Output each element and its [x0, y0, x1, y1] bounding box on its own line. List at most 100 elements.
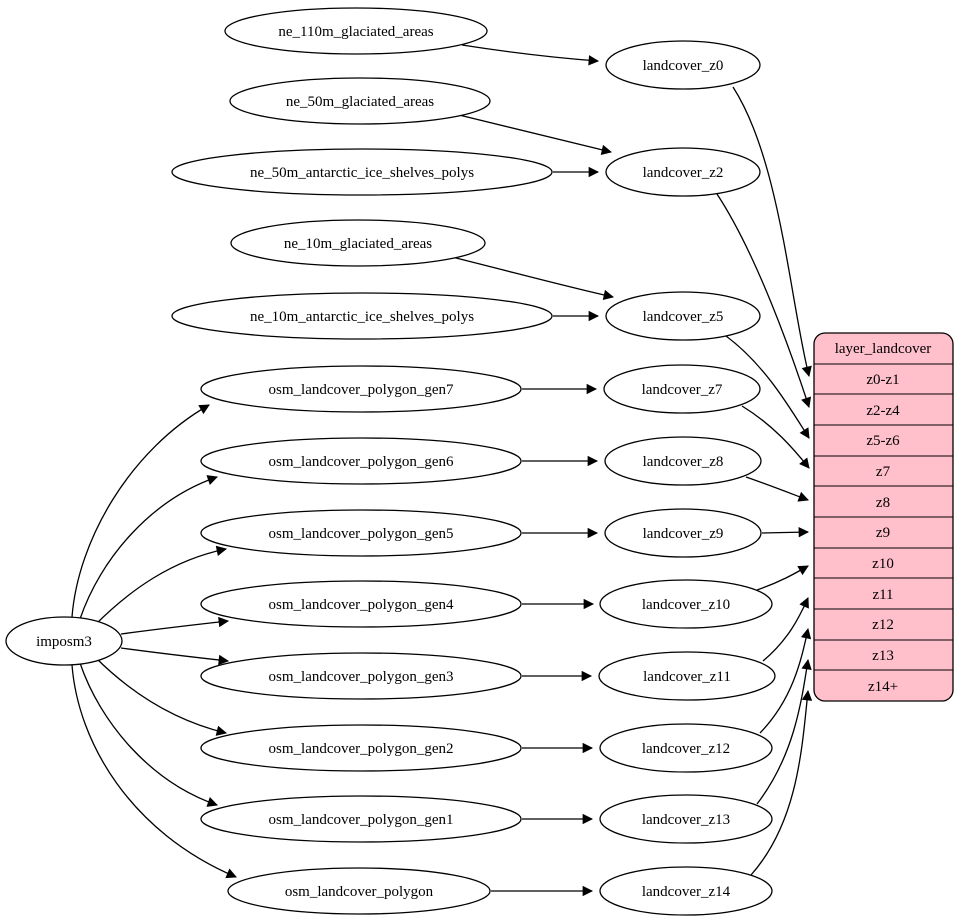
landcover-z7-label: landcover_z7 [642, 382, 723, 398]
row-z0-z1: z0-z1 [866, 372, 899, 388]
row-z12: z12 [872, 617, 894, 633]
edge-landcover-z13-to-row-z13 [756, 658, 812, 805]
landcover-z0-shape [605, 40, 761, 90]
node-landcover-z5: landcover_z5 [605, 291, 761, 341]
row-z14plus: z14+ [868, 679, 898, 695]
edge-ne-50m-glaciated-areas-to-landcover-z2 [454, 113, 613, 155]
imposm3-shape [5, 616, 123, 666]
node-osm-landcover-polygon-gen3: osm_landcover_polygon_gen3 [200, 652, 522, 700]
landcover-z5-label: landcover_z5 [643, 309, 724, 325]
landcover-z14-shape [599, 866, 773, 916]
osm-landcover-polygon-gen5-label: osm_landcover_polygon_gen5 [269, 526, 454, 542]
edge-landcover-z0-to-row-z0-z1 [732, 86, 812, 378]
osm-landcover-polygon-label: osm_landcover_polygon [285, 884, 434, 900]
osm-landcover-polygon-gen6-shape [200, 437, 522, 485]
osm-landcover-polygon-gen7-shape [200, 365, 522, 413]
ne-50m-antarctic-ice-shelves-polys-label: ne_50m_antarctic_ice_shelves_polys [250, 165, 474, 181]
edge-imposm3-to-osm-landcover-polygon-gen7 [71, 404, 210, 618]
node-landcover-z11: landcover_z11 [598, 651, 776, 701]
osm-landcover-polygon-gen6-label: osm_landcover_polygon_gen6 [269, 454, 454, 470]
edge-ne-10m-glaciated-areas-to-landcover-z5 [451, 256, 615, 301]
node-landcover-z2: landcover_z2 [605, 147, 761, 197]
landcover-z11-label: landcover_z11 [643, 669, 731, 685]
ne-50m-glaciated-areas-shape [229, 77, 491, 125]
ne-10m-antarctic-ice-shelves-polys-shape [171, 292, 553, 340]
osm-landcover-polygon-gen4-label: osm_landcover_polygon_gen4 [269, 597, 454, 613]
edge-imposm3-to-osm-landcover-polygon-gen3 [120, 647, 230, 666]
node-osm-landcover-polygon-gen7: osm_landcover_polygon_gen7 [200, 365, 522, 413]
edge-imposm3-to-osm-landcover-polygon-gen4 [120, 616, 230, 635]
edge-imposm3-to-osm-landcover-polygon-gen5 [94, 545, 228, 626]
osm-landcover-polygon-shape [227, 867, 491, 915]
landcover-z7-shape [603, 364, 761, 414]
edge-imposm3-to-osm-landcover-polygon [71, 664, 237, 879]
edges [71, 44, 813, 897]
row-z7: z7 [876, 464, 891, 480]
row-z10: z10 [872, 556, 894, 572]
landcover-z11-shape [598, 651, 776, 701]
node-landcover-z10: landcover_z10 [599, 579, 773, 629]
landcover-z5-shape [605, 291, 761, 341]
edge-landcover-z5-to-row-z5-z6 [725, 335, 810, 439]
edge-landcover-z2-to-row-z2-z4 [716, 193, 812, 408]
edge-landcover-z12-to-row-z12 [759, 627, 812, 734]
landcover-z9-shape [604, 508, 762, 558]
edge-imposm3-to-osm-landcover-polygon-gen6 [79, 475, 218, 620]
landcover-z14-label: landcover_z14 [642, 884, 731, 900]
landcover-z9-label: landcover_z9 [643, 526, 724, 542]
edge-landcover-z9-to-row-z9 [761, 527, 810, 538]
node-landcover-z12: landcover_z12 [599, 723, 773, 773]
node-landcover-z8: landcover_z8 [604, 436, 762, 486]
node-osm-landcover-polygon: osm_landcover_polygon [227, 867, 491, 915]
landcover-z10-shape [599, 579, 773, 629]
node-ne-10m-antarctic-ice-shelves-polys: ne_10m_antarctic_ice_shelves_polys [171, 292, 553, 340]
row-z2-z4: z2-z4 [866, 403, 900, 419]
osm-landcover-polygon-gen3-label: osm_landcover_polygon_gen3 [269, 669, 454, 685]
layer-landcover-header: layer_landcover [835, 341, 932, 357]
osm-landcover-polygon-gen5-shape [200, 509, 522, 557]
landcover-z12-label: landcover_z12 [642, 741, 730, 757]
ne-10m-antarctic-ice-shelves-polys-label: ne_10m_antarctic_ice_shelves_polys [250, 309, 474, 325]
node-landcover-z0: landcover_z0 [605, 40, 761, 90]
osm-landcover-polygon-gen2-label: osm_landcover_polygon_gen2 [269, 741, 454, 757]
landcover-z0-label: landcover_z0 [643, 58, 724, 74]
edge-landcover-z10-to-row-z10 [756, 565, 809, 591]
node-ne-10m-glaciated-areas: ne_10m_glaciated_areas [230, 219, 486, 267]
edge-landcover-z7-to-row-z7 [741, 405, 810, 469]
edge-landcover-z8-to-row-z8 [745, 476, 809, 502]
osm-landcover-polygon-gen4-shape [200, 580, 522, 628]
landcover-z12-shape [599, 723, 773, 773]
ne-10m-glaciated-areas-label: ne_10m_glaciated_areas [284, 236, 432, 252]
ne-50m-glaciated-areas-label: ne_50m_glaciated_areas [286, 94, 434, 110]
landcover-z2-shape [605, 147, 761, 197]
node-landcover-z9: landcover_z9 [604, 508, 762, 558]
node-osm-landcover-polygon-gen1: osm_landcover_polygon_gen1 [200, 795, 522, 843]
node-layer-landcover-table: layer_landcover z0-z1 z2-z4 z5-z6 z7 z8 … [813, 332, 954, 702]
node-osm-landcover-polygon-gen6: osm_landcover_polygon_gen6 [200, 437, 522, 485]
edge-ne-110m-glaciated-areas-to-landcover-z0 [461, 44, 600, 66]
landcover-z8-label: landcover_z8 [643, 454, 724, 470]
row-z8: z8 [876, 495, 890, 511]
node-landcover-z14: landcover_z14 [599, 866, 773, 916]
ne-110m-glaciated-areas-label: ne_110m_glaciated_areas [278, 24, 433, 40]
ne-50m-antarctic-ice-shelves-polys-shape [171, 148, 553, 196]
imposm3-label: imposm3 [36, 634, 92, 650]
ne-10m-glaciated-areas-shape [230, 219, 486, 267]
landcover-z10-label: landcover_z10 [642, 597, 730, 613]
node-landcover-z7: landcover_z7 [603, 364, 761, 414]
landcover-z8-shape [604, 436, 762, 486]
osm-landcover-polygon-gen7-label: osm_landcover_polygon_gen7 [269, 382, 454, 398]
landcover-z2-label: landcover_z2 [643, 165, 724, 181]
node-osm-landcover-polygon-gen2: osm_landcover_polygon_gen2 [200, 724, 522, 772]
osm-landcover-polygon-gen2-shape [200, 724, 522, 772]
node-osm-landcover-polygon-gen4: osm_landcover_polygon_gen4 [200, 580, 522, 628]
node-landcover-z13: landcover_z13 [599, 794, 773, 844]
row-z9: z9 [876, 525, 890, 541]
node-imposm3: imposm3 [5, 616, 123, 666]
node-ne-50m-antarctic-ice-shelves-polys: ne_50m_antarctic_ice_shelves_polys [171, 148, 553, 196]
edge-landcover-z11-to-row-z11 [762, 597, 809, 662]
row-z5-z6: z5-z6 [866, 433, 900, 449]
osm-landcover-polygon-gen1-label: osm_landcover_polygon_gen1 [269, 812, 454, 828]
